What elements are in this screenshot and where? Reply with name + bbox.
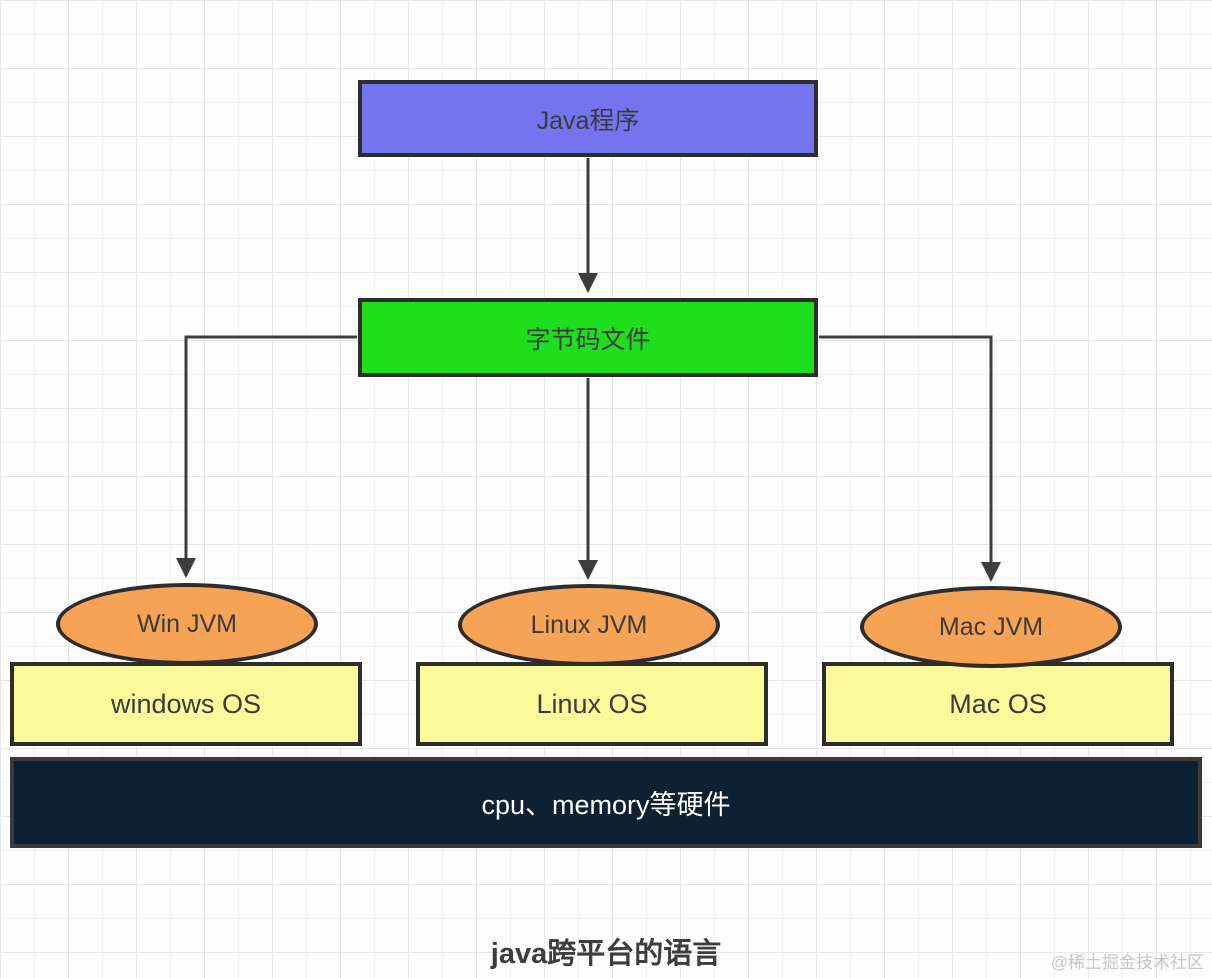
node-mac-os: Mac OS: [822, 662, 1174, 746]
node-mac-jvm: Mac JVM: [860, 586, 1122, 668]
node-hardware: cpu、memory等硬件: [10, 757, 1202, 848]
node-windows-os: windows OS: [10, 662, 362, 746]
node-bytecode-file: 字节码文件: [358, 298, 818, 377]
diagram-caption: java跨平台的语言: [490, 938, 722, 970]
node-java-program: Java程序: [358, 80, 818, 157]
node-win-jvm: Win JVM: [56, 583, 318, 665]
connector-bytecode-to-win-jvm: [176, 335, 357, 578]
node-linux-jvm: Linux JVM: [458, 584, 720, 666]
node-linux-os: Linux OS: [416, 662, 768, 746]
connector-bytecode-to-mac-jvm: [819, 335, 1001, 582]
juejin-watermark: @稀土掘金技术社区: [1050, 953, 1204, 972]
